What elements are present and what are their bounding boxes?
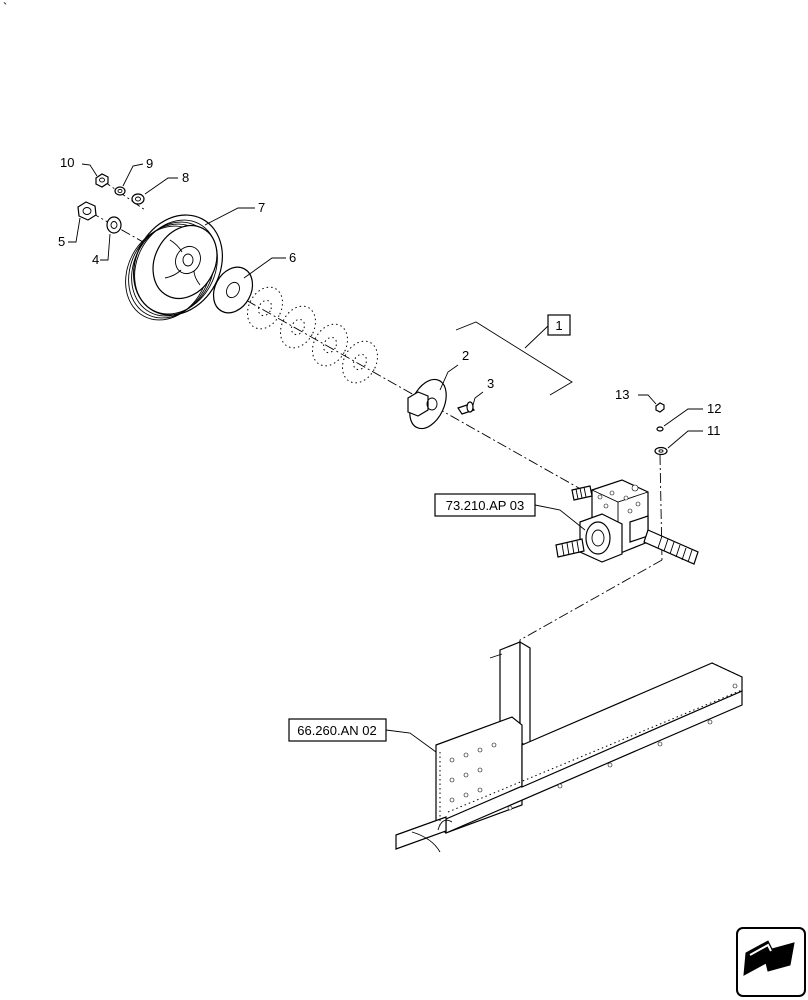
gearbox-left-shaft: [555, 538, 585, 558]
callout-1: 1: [555, 318, 562, 333]
callout-5: 5: [58, 234, 65, 249]
gearbox-input-shaft: [571, 485, 593, 501]
callout-2: 2: [462, 348, 469, 363]
reference-frame-label: 66.260.AN 02: [297, 723, 377, 738]
callout-1-bracket: 1: [455, 314, 573, 396]
part-13-nut: [655, 402, 665, 413]
gearbox: [555, 479, 699, 565]
callout-labels: 2 3 4 5 6 7 8 9 10 11 12 13: [58, 155, 721, 449]
callout-4: 4: [92, 252, 99, 267]
part-5-hex-nut: [77, 201, 97, 221]
part-11-washer: [654, 446, 668, 456]
callout-6: 6: [289, 250, 296, 265]
reference-gearbox: 73.210.AP 03: [434, 493, 586, 531]
part-3-bolt: [457, 401, 475, 415]
reference-gearbox-label: 73.210.AP 03: [446, 498, 525, 513]
callout-7: 7: [258, 200, 265, 215]
navigation-arrow-icon[interactable]: [736, 927, 806, 997]
part-7-sheave: [125, 214, 223, 321]
callout-9: 9: [146, 156, 153, 171]
part-2-hub: [407, 378, 447, 430]
corner-mark: `: [3, 0, 7, 15]
mounting-frame: [395, 640, 743, 853]
part-4-washer: [106, 216, 122, 234]
callout-10: 10: [60, 155, 74, 170]
part-6-shims: [212, 266, 379, 384]
callout-3: 3: [487, 376, 494, 391]
part-12-lock-washer: [656, 426, 664, 432]
callout-13: 13: [615, 387, 629, 402]
callout-11: 11: [707, 423, 721, 438]
gearbox-right-shaft: [643, 529, 699, 565]
reference-frame: 66.260.AN 02: [288, 718, 437, 753]
callout-8: 8: [182, 170, 189, 185]
part-8-washer: [131, 193, 145, 205]
callout-12: 12: [707, 401, 721, 416]
part-10-nut: [95, 173, 109, 188]
part-9-lock-washer: [114, 186, 126, 196]
